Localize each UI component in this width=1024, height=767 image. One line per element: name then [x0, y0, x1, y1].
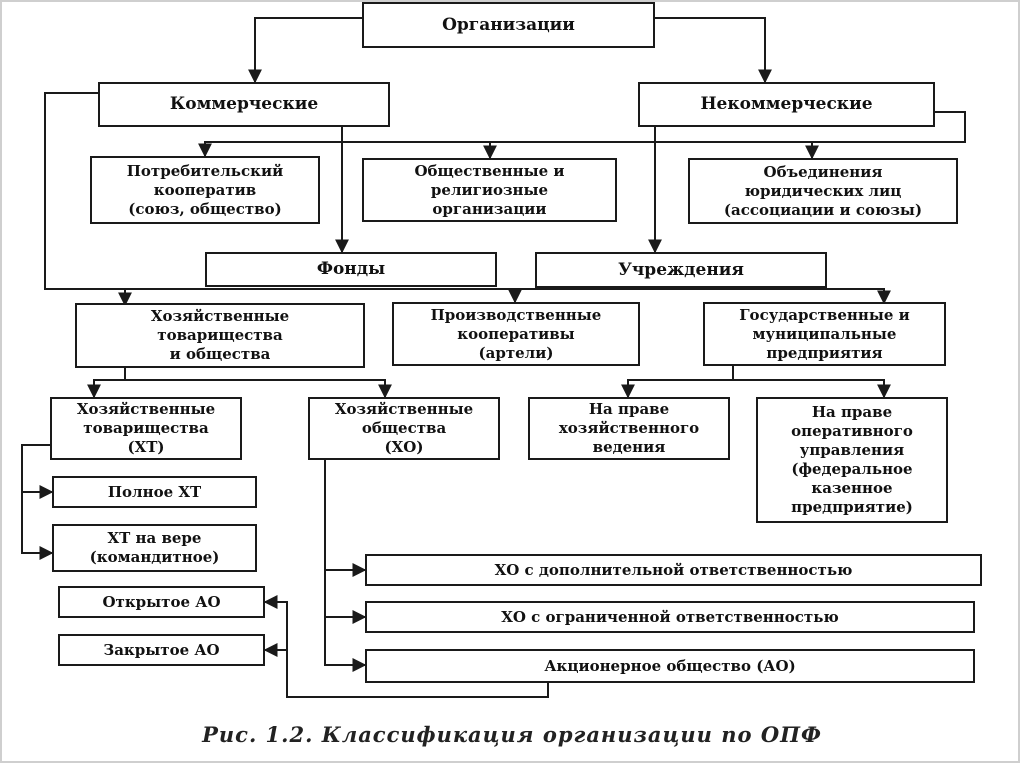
- node-business-partnerships-societies: Хозяйственные товарищества и общества: [75, 303, 365, 368]
- node-operational-management: На праве оперативного управления (федера…: [756, 397, 948, 523]
- edge-commercial-business: [44, 92, 132, 307]
- edge-ho-limited: [324, 570, 367, 624]
- node-open-jsc: Открытое АО: [58, 586, 265, 618]
- node-production-coops: Производственные кооперативы (артели): [392, 302, 640, 366]
- node-consumer-coop: Потребительский кооператив (союз, общест…: [90, 156, 320, 224]
- node-closed-jsc: Закрытое АО: [58, 634, 265, 666]
- edge-org-noncommercial: [655, 17, 772, 84]
- node-economic-management: На праве хозяйственного ведения: [528, 397, 730, 460]
- node-public-religious: Общественные и религиозные организации: [362, 158, 617, 222]
- edge-state-operational: [733, 379, 891, 399]
- node-additional-liability: ХО с дополнительной ответственностью: [365, 554, 982, 586]
- edge-state-split: [621, 366, 734, 399]
- node-full-partnership: Полное ХТ: [52, 476, 257, 508]
- edge-noncommercial-consumer: [198, 141, 490, 158]
- node-commercial: Коммерческие: [98, 82, 390, 127]
- node-jsc: Акционерное общество (АО): [365, 649, 975, 683]
- figure-caption: Рис. 1.2. Классификация организации по О…: [202, 722, 822, 747]
- node-limited-liability: ХО с ограниченной ответственностью: [365, 601, 975, 633]
- node-institutions: Учреждения: [535, 252, 827, 288]
- node-limited-partnership: ХТ на вере (командитное): [52, 524, 257, 572]
- node-funds: Фонды: [205, 252, 497, 287]
- edge-bus-production: [125, 288, 891, 305]
- edge-business-split: [87, 368, 126, 399]
- edge-business-ho: [125, 379, 392, 399]
- edge-org-commercial: [248, 17, 362, 84]
- node-state-municipal: Государственные и муниципальные предприя…: [703, 302, 946, 366]
- node-business-partnerships: Хозяйственные товарищества (ХТ): [50, 397, 242, 460]
- edge-noncommercial-orgs: [483, 111, 966, 160]
- edge-ho-jsc: [324, 617, 367, 672]
- node-organizations: Организации: [362, 2, 655, 48]
- edge-ht-limited: [21, 492, 54, 560]
- node-business-societies: Хозяйственные общества (ХО): [308, 397, 500, 460]
- edge-ht-full: [21, 444, 54, 499]
- node-noncommercial: Некоммерческие: [638, 82, 935, 127]
- node-legal-associations: Объединения юридических лиц (ассоциации …: [688, 158, 958, 224]
- edge-jsc-open: [263, 595, 549, 698]
- edge-ho-additional: [324, 460, 367, 577]
